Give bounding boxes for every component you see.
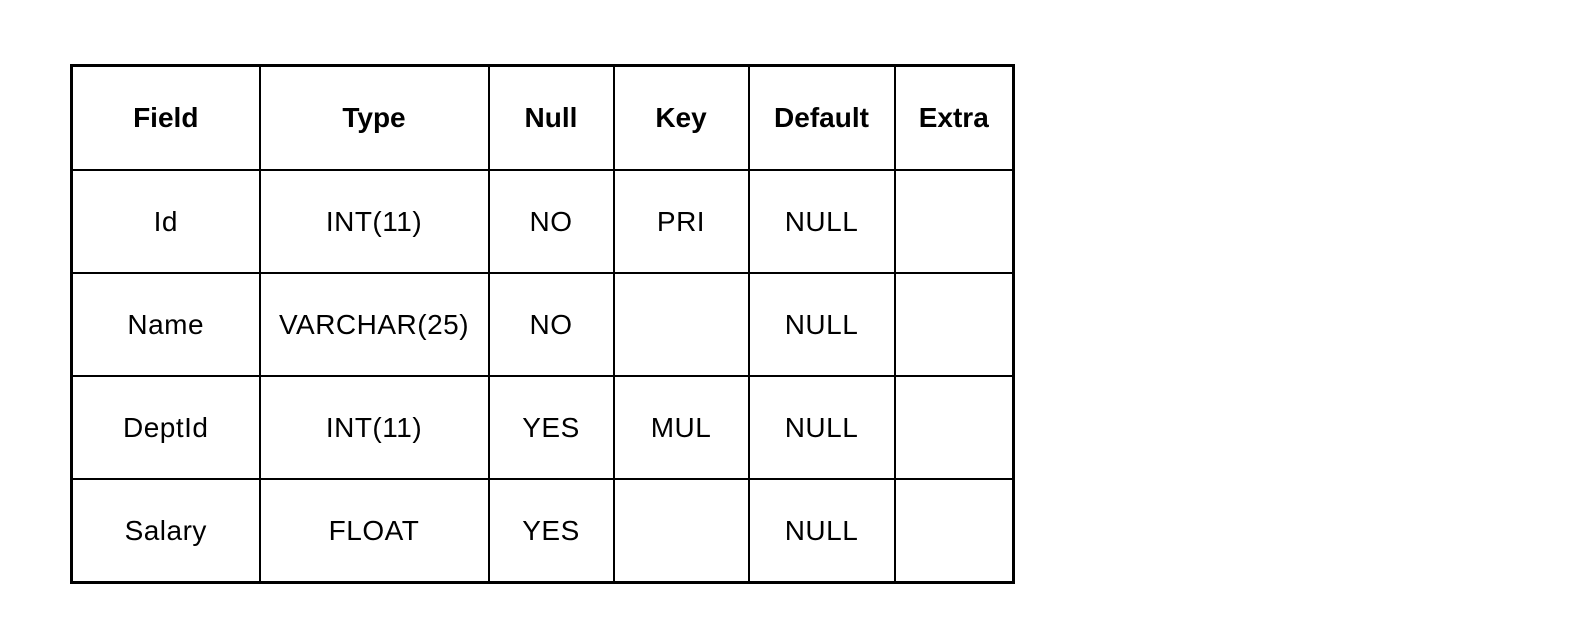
cell-null: NO xyxy=(487,272,615,377)
cell-null: YES xyxy=(487,375,615,480)
cell-field: Id xyxy=(70,169,261,274)
column-header-field: Field xyxy=(70,64,261,171)
table-row: Name VARCHAR(25) NO NULL xyxy=(70,272,1015,377)
column-header-null: Null xyxy=(487,64,615,171)
column-header-extra: Extra xyxy=(893,64,1015,171)
cell-extra xyxy=(893,478,1015,584)
cell-null: NO xyxy=(487,169,615,274)
cell-type: INT(11) xyxy=(258,375,490,480)
table-row: Id INT(11) NO PRI NULL xyxy=(70,169,1015,274)
cell-null: YES xyxy=(487,478,615,584)
cell-type: INT(11) xyxy=(258,169,490,274)
cell-key xyxy=(612,272,750,377)
cell-field: Name xyxy=(70,272,261,377)
cell-extra xyxy=(893,375,1015,480)
cell-extra xyxy=(893,169,1015,274)
table-row: DeptId INT(11) YES MUL NULL xyxy=(70,375,1015,480)
table-row: Salary FLOAT YES NULL xyxy=(70,478,1015,584)
cell-key: PRI xyxy=(612,169,750,274)
column-header-type: Type xyxy=(258,64,490,171)
cell-extra xyxy=(893,272,1015,377)
cell-type: FLOAT xyxy=(258,478,490,584)
header-row: Field Type Null Key Default Extra xyxy=(70,64,1015,171)
cell-type: VARCHAR(25) xyxy=(258,272,490,377)
cell-field: DeptId xyxy=(70,375,261,480)
cell-key xyxy=(612,478,750,584)
cell-default: NULL xyxy=(747,375,896,480)
cell-key: MUL xyxy=(612,375,750,480)
schema-table: Field Type Null Key Default Extra Id INT… xyxy=(70,64,1015,584)
cell-default: NULL xyxy=(747,478,896,584)
column-header-default: Default xyxy=(747,64,896,171)
cell-default: NULL xyxy=(747,169,896,274)
cell-field: Salary xyxy=(70,478,261,584)
column-header-key: Key xyxy=(612,64,750,171)
cell-default: NULL xyxy=(747,272,896,377)
